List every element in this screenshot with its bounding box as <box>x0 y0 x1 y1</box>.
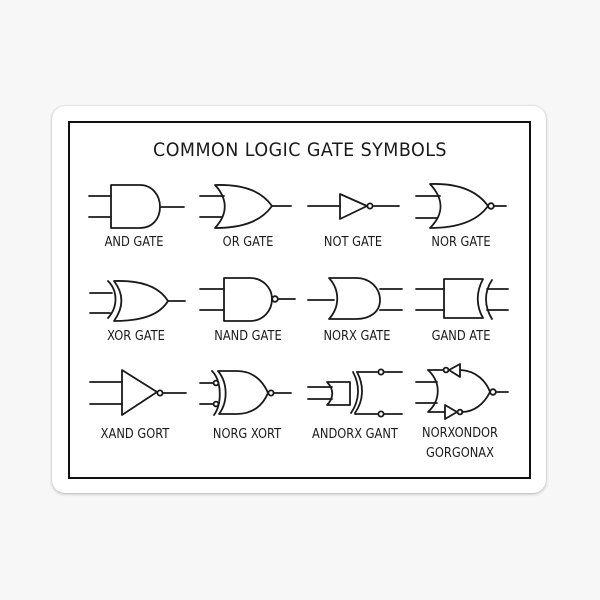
nor-gate-icon <box>415 183 507 229</box>
gate-label-nand: NAND GATE <box>214 329 282 344</box>
norx-gate-icon <box>307 277 403 320</box>
gate-label-or: OR GATE <box>222 235 274 250</box>
xor-gate-icon <box>89 280 186 322</box>
diagram-frame <box>68 121 531 479</box>
norg-xort-gate-icon <box>199 370 292 416</box>
xand-gort-gate-icon <box>89 369 187 416</box>
gand-ate-gate-icon <box>415 278 509 320</box>
and-gate-icon <box>88 184 185 229</box>
gate-label-gand-ate: GAND ATE <box>431 329 491 344</box>
andorx-gant-gate-icon <box>307 368 403 418</box>
not-gate-icon <box>307 193 400 220</box>
diagram-title: COMMON LOGIC GATE SYMBOLS <box>153 139 447 161</box>
norxondor-gorgonax-gate-icon <box>415 363 509 420</box>
gate-label-andorx-gant: ANDORX GANT <box>312 427 398 442</box>
gate-label-norxondor: NORXONDOR <box>422 426 498 441</box>
gate-label-and: AND GATE <box>104 235 164 250</box>
gate-label-not: NOT GATE <box>323 235 383 250</box>
gate-label-nor: NOR GATE <box>431 235 491 250</box>
gate-label-norx: NORX GATE <box>323 329 391 344</box>
gate-label-xand-gort: XAND GORT <box>100 427 170 442</box>
or-gate-icon <box>199 184 292 229</box>
gate-label-xor: XOR GATE <box>107 329 165 344</box>
gate-label-gorgonax: GORGONAX <box>426 446 494 461</box>
gate-label-norg-xort: NORG XORT <box>212 427 282 442</box>
nand-gate-icon <box>199 277 296 322</box>
